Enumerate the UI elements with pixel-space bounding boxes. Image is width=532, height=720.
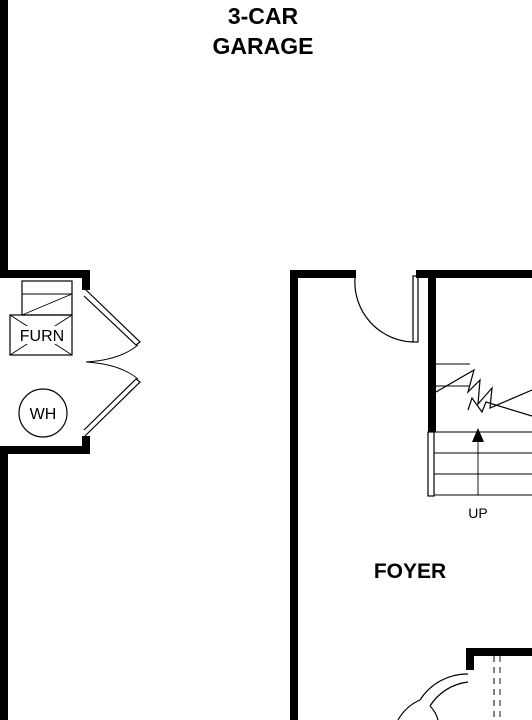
furnace-label-bg [16,326,68,344]
foyer-door-leaf [412,275,419,343]
foyer-door-swing [354,277,414,343]
stair-direction-arrow-icon [472,428,484,442]
lower-door-swing-left [397,699,421,720]
water-heater-circle [18,388,68,438]
furnace-box-upper [21,280,73,316]
foyer-walls [290,270,532,720]
furnace-box [9,314,73,356]
foyer-top-wall-right [416,270,532,278]
closet-bottom-wall [0,446,90,454]
closet-jamb-lower [82,436,90,454]
furnace-diagonal-upper [21,293,73,316]
lower-right-wall-top [466,648,532,656]
stair-break-line-b [467,396,532,417]
stair-left-wall [428,270,436,432]
stair-stringer [427,431,435,497]
furnace-unit: FURN [9,280,73,356]
garage-left-wall-lower [0,446,8,720]
closet-door-lower-swing [85,361,139,380]
lower-door-swing-left-2 [429,705,439,720]
water-heater-label: WH [30,406,57,423]
stair-break-line-a [435,368,532,409]
stair-direction-label: UP [468,505,487,521]
closet-jamb-upper [82,270,90,290]
lower-right-door [397,656,501,720]
closet-top-wall [0,270,90,278]
closet-door-upper-swing [85,344,139,363]
lower-right-jamb [466,648,474,670]
closet-door-upper-leaf [83,288,141,346]
garage-left-wall-upper [0,0,8,278]
garage-label-line2: GARAGE [213,33,314,59]
mechanical-closet-walls [0,270,90,454]
foyer-left-wall [290,270,298,720]
staircase: UP [427,363,532,521]
garage-label-line1: 3-CAR [228,3,299,29]
furnace-label: FURN [20,328,64,345]
closet-double-doors [83,288,141,437]
closet-door-lower-leaf [83,378,141,437]
foyer-top-wall-left [290,270,356,278]
foyer-entry-door [354,275,419,343]
outer-walls [0,0,8,720]
foyer-label: FOYER [374,560,446,583]
water-heater: WH [18,388,68,438]
lower-door-swing-outer [419,673,469,701]
lower-door-swing-inner [429,681,469,707]
